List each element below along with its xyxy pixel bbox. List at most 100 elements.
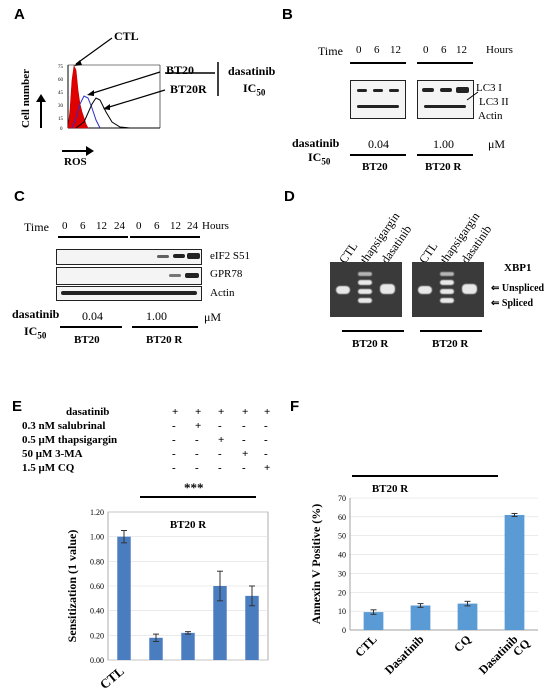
- label-gpr78: GPR78: [210, 268, 243, 280]
- bar: [181, 632, 195, 660]
- conc-bt20: 0.04: [368, 137, 389, 151]
- ytick-label: 0.00: [90, 656, 104, 665]
- bar: [410, 605, 431, 630]
- treatment-sign: -: [218, 420, 222, 432]
- panel-a-label: A: [14, 6, 25, 23]
- ytick-label: 45: [58, 91, 64, 96]
- panel-e-label: E: [12, 398, 23, 415]
- panel-f-label: F: [290, 398, 300, 415]
- western-blot-bt20: [350, 80, 406, 119]
- label-ctl: CTL: [114, 29, 139, 43]
- bar: [457, 603, 478, 630]
- time-6: 6: [374, 44, 380, 56]
- cell-line-bt20r: BT20 R: [425, 161, 462, 173]
- panel-c-label: C: [14, 188, 25, 205]
- significance-stars: ***: [184, 480, 204, 495]
- treatment-sign: -: [264, 420, 268, 432]
- time-label: Time: [318, 44, 343, 58]
- treatment-sign: +: [195, 420, 202, 432]
- cell-line-bt20r: BT20 R: [352, 338, 389, 350]
- ytick-label: 15: [58, 117, 64, 122]
- time-12: 12: [456, 44, 467, 56]
- ytick-label: 1.00: [90, 533, 104, 542]
- gel-image-1: [330, 262, 402, 317]
- unit-label: μM: [488, 137, 506, 151]
- label-ic50: IC50: [308, 150, 331, 167]
- treatment-sign: -: [195, 462, 199, 474]
- panel-b-label: B: [282, 6, 293, 23]
- x-tick-ctl: CTL: [97, 663, 127, 689]
- ytick-label: 1.20: [90, 508, 104, 517]
- treatment-sign: -: [218, 462, 222, 474]
- treatment-sign: -: [264, 448, 268, 460]
- bar: [149, 637, 163, 660]
- conc-bt20: 0.04: [82, 309, 103, 323]
- ytick-label: 0.80: [90, 557, 104, 566]
- time-0: 0: [423, 44, 429, 56]
- treatment-label: 1.5 μM CQ: [22, 462, 75, 474]
- time-6: 6: [80, 220, 86, 232]
- label-lc3ii: LC3 II: [479, 96, 509, 108]
- blot-eif2: [56, 249, 202, 265]
- label-bt20: BT20: [166, 63, 195, 77]
- ytick-label: 20: [338, 588, 346, 597]
- treatment-sign: -: [172, 434, 176, 446]
- treatment-sign: -: [242, 420, 246, 432]
- label-spliced: ⇐ Spliced: [491, 298, 534, 309]
- time-label: Time: [24, 220, 49, 234]
- treatment-sign: +: [218, 406, 225, 418]
- ytick-label: 30: [58, 104, 64, 109]
- conc-bt20r: 1.00: [433, 137, 454, 151]
- time-24: 24: [187, 220, 198, 232]
- treatment-sign: -: [242, 462, 246, 474]
- ytick-label: 0.20: [90, 631, 104, 640]
- blot-gpr78: [56, 267, 202, 285]
- axis-label-cell-number: Cell number: [20, 69, 32, 128]
- treatment-sign: +: [264, 462, 271, 474]
- gel-image-2: [412, 262, 484, 317]
- ytick-label: 10: [338, 607, 346, 616]
- cell-line-bt20: BT20: [362, 161, 388, 173]
- western-blot-bt20r: [417, 80, 474, 119]
- ytick-label: 0: [342, 626, 346, 635]
- hours-label: Hours: [202, 220, 229, 232]
- treatment-sign: -: [172, 448, 176, 460]
- conc-bt20r: 1.00: [146, 309, 167, 323]
- ytick-label: 0: [60, 127, 63, 132]
- treatment-sign: -: [242, 434, 246, 446]
- cell-line-bt20r: BT20 R: [146, 334, 183, 346]
- label-xbp1: XBP1: [504, 262, 532, 274]
- x-tick-label: CQ: [451, 632, 474, 655]
- label-bt20r: BT20R: [170, 82, 207, 96]
- bar: [504, 514, 525, 630]
- ytick-label: 50: [338, 532, 346, 541]
- bar: [213, 586, 227, 660]
- ytick-label: 60: [338, 513, 346, 522]
- time-0: 0: [62, 220, 68, 232]
- ytick-label: 40: [338, 551, 346, 560]
- treatment-label: 50 μM 3-MA: [22, 448, 83, 460]
- histogram-y-ticks: 75 60 45 30 15 0: [58, 65, 64, 132]
- treatment-label: dasatinib: [66, 406, 110, 418]
- chart-title: BT20 R: [170, 519, 207, 531]
- x-tick-label: Dasatinib: [382, 632, 427, 677]
- label-lc3i: LC3 I: [476, 82, 502, 94]
- x-tick-label: CTL: [352, 632, 379, 659]
- time-12: 12: [96, 220, 107, 232]
- time-12: 12: [170, 220, 181, 232]
- label-actin: Actin: [210, 287, 235, 299]
- cell-line-bt20: BT20: [74, 334, 100, 346]
- x-tick-label: Dasatinib: [476, 632, 521, 677]
- treatment-label: 0.3 nM salubrinal: [22, 420, 106, 432]
- label-dasatinib: dasatinib: [292, 136, 340, 150]
- bar: [117, 536, 131, 660]
- label-dasatinib: dasatinib: [228, 64, 276, 78]
- treatment-sign: -: [172, 462, 176, 474]
- treatment-sign: -: [264, 434, 268, 446]
- treatment-sign: +: [242, 406, 249, 418]
- y-axis-label: Annexin V Positive (%): [309, 504, 323, 625]
- label-eif2-s51: eIF2 S51: [210, 250, 251, 262]
- treatment-sign: +: [195, 406, 202, 418]
